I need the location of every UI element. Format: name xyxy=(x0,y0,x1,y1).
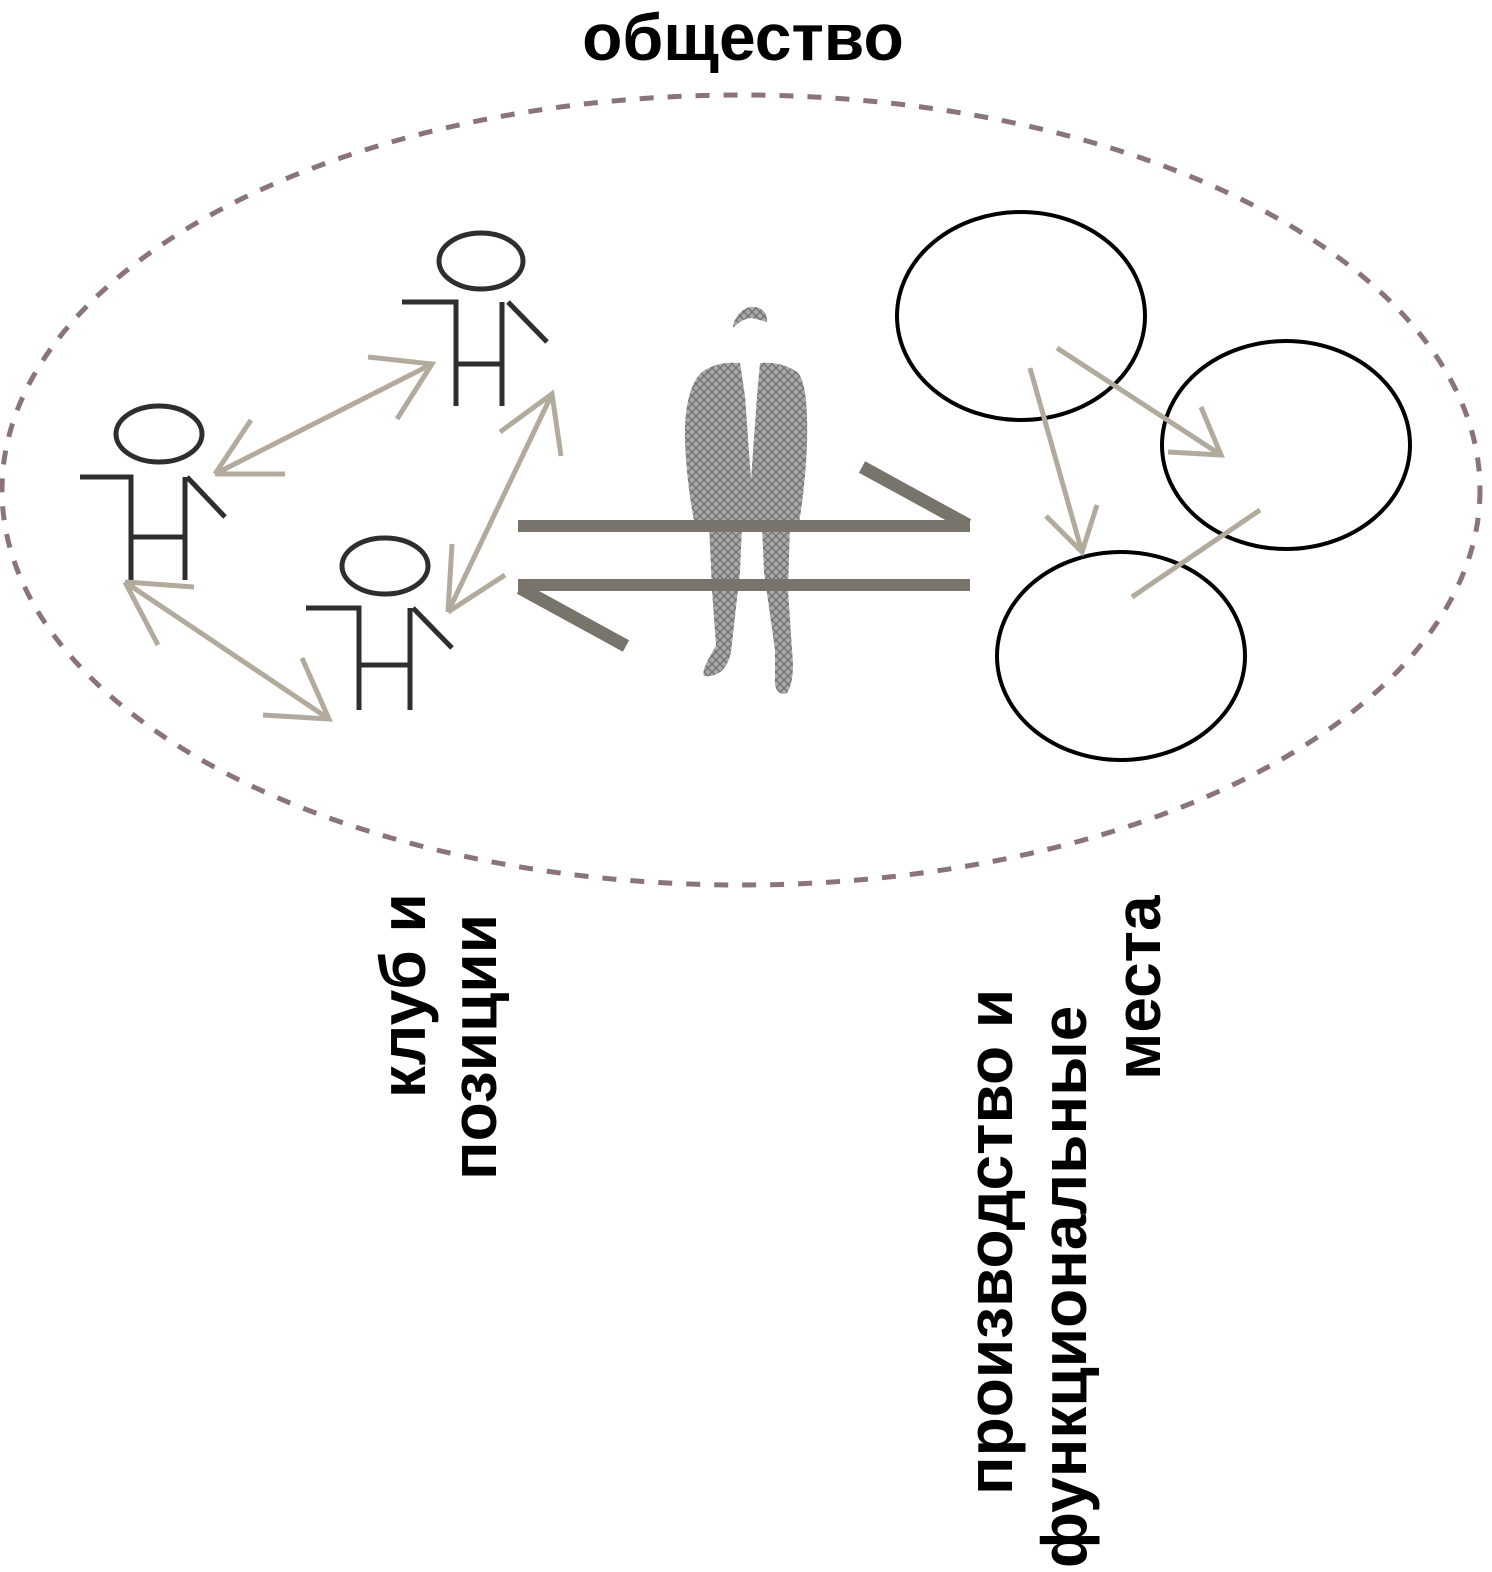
businessman-silhouette-icon xyxy=(684,306,808,694)
exchange-arrows xyxy=(516,461,972,652)
flow-arrows xyxy=(1027,345,1262,600)
double-arrow-icon xyxy=(212,354,437,477)
stick-figure-icon xyxy=(402,230,549,406)
production-label-line2: функциональные xyxy=(1028,1006,1100,1568)
production-places xyxy=(895,210,1412,762)
society-boundary xyxy=(0,92,1483,888)
production-label-line3: места xyxy=(1102,895,1174,1080)
club-label-line1: клуб и xyxy=(367,893,439,1098)
double-arrow-icon xyxy=(122,579,333,722)
relation-arrows xyxy=(122,354,564,722)
club-label-line2: позиции xyxy=(438,914,510,1180)
circle-node-icon xyxy=(1160,339,1412,551)
diagram-title: общество xyxy=(582,0,904,74)
connector-line xyxy=(1130,507,1262,600)
circle-node-icon xyxy=(895,210,1147,422)
arrow-icon xyxy=(1027,367,1100,557)
stick-figure-icon xyxy=(306,535,454,710)
arrow-right-icon xyxy=(858,461,972,531)
circle-node-icon xyxy=(995,550,1247,762)
production-label-line1: производство и xyxy=(954,989,1026,1495)
arrow-icon xyxy=(1055,345,1225,458)
arrow-left-icon xyxy=(516,582,630,652)
double-arrow-icon xyxy=(445,389,564,615)
stick-figure-icon xyxy=(80,403,227,580)
